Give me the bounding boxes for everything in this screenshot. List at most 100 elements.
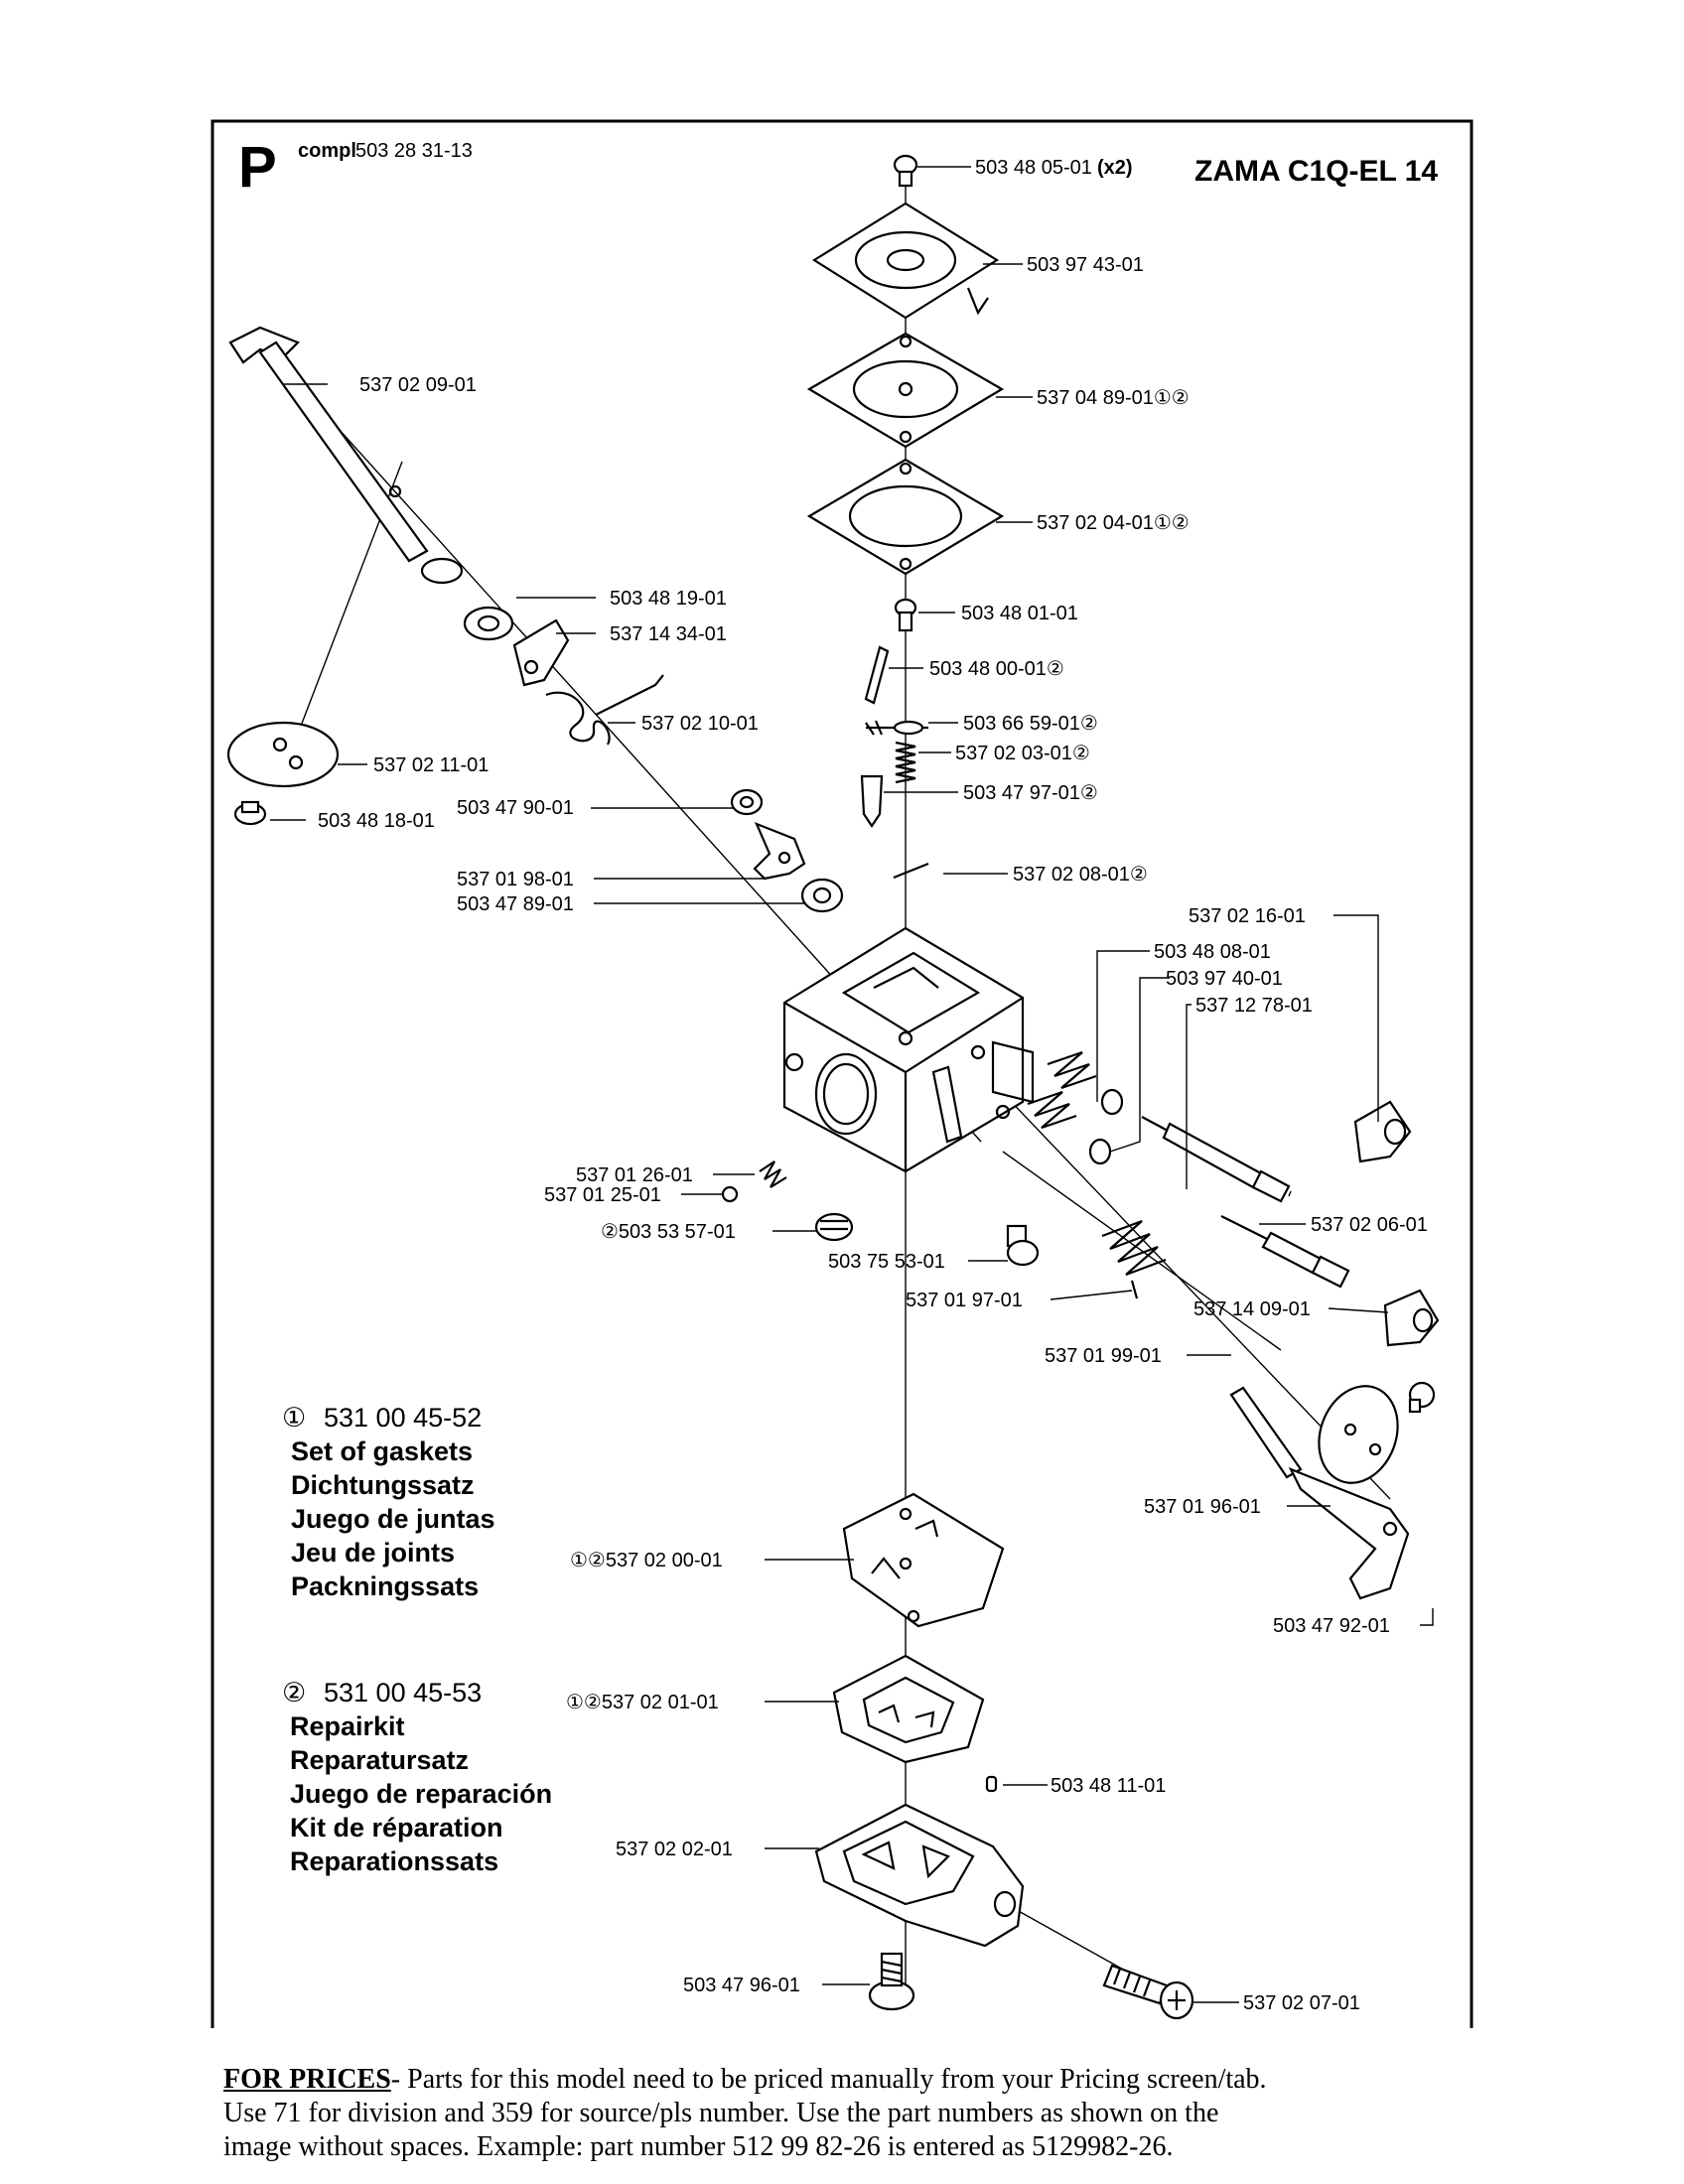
kit-2-name-sv: Reparationssats (290, 1846, 498, 1876)
screw-small-part (894, 598, 917, 632)
label-503-97-40-01: 503 97 40-01 (1166, 968, 1283, 990)
label-537-02-09-01: 537 02 09-01 (359, 374, 477, 396)
compl-number: 503 28 31-13 (355, 140, 473, 162)
label-537-02-07-01: 537 02 07-01 (1243, 1992, 1360, 2014)
label-537-01-25-01: 537 01 25-01 (544, 1184, 661, 1206)
label-537-01-96-01: 537 01 96-01 (1144, 1496, 1261, 1518)
inlet-needle-part (860, 774, 884, 828)
kit-1-number: 531 00 45-52 (324, 1403, 482, 1433)
label-537-14-34-01: 537 14 34-01 (610, 623, 727, 645)
label-503-97-43-01: 503 97 43-01 (1027, 254, 1144, 276)
footer-line-2: Use 71 for division and 359 for source/p… (223, 2098, 1219, 2128)
model-title: ZAMA C1Q-EL 14 (1194, 155, 1438, 188)
kit-1-marker: ① (282, 1403, 306, 1433)
throttle-valve-part (226, 721, 340, 788)
kit-2-name-es: Juego de reparación (290, 1779, 552, 1809)
kit-1-name-fr: Jeu de joints (291, 1538, 455, 1568)
o-ring-upper-part (1100, 1088, 1124, 1116)
label-537-12-78-01: 537 12 78-01 (1195, 995, 1313, 1017)
choke-spring-part (1101, 1219, 1167, 1299)
metering-cover-part (814, 1803, 1025, 1948)
label-503-48-05-01: 503 48 05-01 (975, 157, 1092, 179)
choke-shaft-part (1229, 1386, 1410, 1600)
label-537-02-08-01: 537 02 08-01② (1013, 864, 1148, 886)
label-503-75-53-01: 503 75 53-01 (828, 1251, 945, 1273)
label-503-47-90-01: 503 47 90-01 (457, 797, 574, 819)
kit-2-marker: ② (282, 1678, 306, 1707)
label-503-47-92-01: 503 47 92-01 (1273, 1615, 1390, 1637)
for-prices-heading: FOR PRICES (223, 2064, 391, 2095)
leader-lines (270, 166, 1434, 2003)
limiter-cap-bottom-part (1383, 1289, 1440, 1347)
stop-bracket-part (753, 822, 806, 881)
kit-legend-repairkit: ② 531 00 45-53 Repairkit Reparatursatz J… (282, 1678, 552, 1876)
label-503-48-05-01-qty: (x2) (1097, 157, 1133, 179)
footer-line-3: image without spaces. Example: part numb… (223, 2131, 1174, 2162)
label-537-14-09-01: 537 14 09-01 (1193, 1298, 1311, 1320)
label-537-02-02-01: 537 02 02-01 (616, 1839, 733, 1860)
choke-valve-part (1318, 1385, 1399, 1484)
washer-part (730, 788, 764, 816)
ball-part (721, 1185, 739, 1203)
label-537-02-10-01: 537 02 10-01 (641, 713, 759, 735)
label-503-48-01-01: 503 48 01-01 (961, 603, 1078, 624)
kit-2-name-en: Repairkit (290, 1711, 405, 1741)
needle-lever-part (865, 720, 928, 736)
throttle-lever-part (512, 618, 570, 687)
ball-small-part (985, 1775, 998, 1793)
label-537-02-03-01: 537 02 03-01② (955, 743, 1090, 764)
label-537-01-99-01: 537 01 99-01 (1045, 1345, 1162, 1367)
diagram-frame (210, 119, 1474, 2028)
valve-screw-part (233, 800, 267, 826)
filter-screen-part (814, 1212, 854, 1242)
label-503-48-00-01: 503 48 00-01② (929, 658, 1064, 680)
bushing-part (800, 878, 844, 913)
o-ring-lower-part (1088, 1138, 1112, 1165)
low-speed-needle-part (1220, 1215, 1350, 1289)
high-speed-needle-part (1141, 1116, 1291, 1203)
kit-2-name-de: Reparatursatz (290, 1745, 469, 1775)
kit-1-name-en: Set of gaskets (291, 1436, 473, 1466)
footer-line-1: FOR PRICES- Parts for this model need to… (223, 2063, 1474, 2097)
kit-1-name-es: Juego de juntas (291, 1504, 495, 1534)
throttle-spring-part (545, 674, 664, 746)
shaft-bushing-part (463, 606, 514, 641)
label-537-02-01-01: ①②537 02 01-01 (566, 1692, 719, 1713)
label-537-02-06-01: 537 02 06-01 (1311, 1214, 1428, 1236)
label-537-04-89-01: 537 04 89-01①② (1037, 387, 1190, 409)
pump-gasket-part (806, 458, 1005, 576)
label-537-01-97-01: 537 01 97-01 (906, 1290, 1023, 1311)
kit-1-name-de: Dichtungssatz (291, 1470, 475, 1500)
axis-line-choke (1002, 1151, 1282, 1351)
bottom-screw-part (868, 1952, 915, 2011)
label-537-02-11-01: 537 02 11-01 (373, 754, 489, 776)
kit-1-name-sv: Packningssats (291, 1571, 479, 1601)
label-503-47-89-01: 503 47 89-01 (457, 893, 574, 915)
label-503-48-19-01: 503 48 19-01 (610, 588, 727, 610)
label-503-47-97-01: 503 47 97-01② (963, 782, 1098, 804)
kit-2-number: 531 00 45-53 (324, 1678, 482, 1707)
small-pin-part (893, 862, 929, 880)
carburetor-body (782, 926, 1035, 1173)
adjust-screw-part (1006, 1224, 1040, 1267)
label-503-48-08-01: 503 48 08-01 (1154, 941, 1271, 963)
choke-screw-part (1408, 1381, 1436, 1414)
label-503-48-18-01: 503 48 18-01 (318, 810, 435, 832)
kit-legend-gaskets: ① 531 00 45-52 Set of gaskets Dichtungss… (282, 1403, 495, 1601)
screw-top-part (893, 154, 918, 188)
lever-spring-part (895, 741, 916, 784)
label-503-47-96-01: 503 47 96-01 (683, 1975, 800, 1996)
kit-2-name-fr: Kit de réparation (290, 1813, 503, 1843)
label-503-53-57-01: ②503 53 57-01 (601, 1221, 736, 1243)
section-letter: P (238, 135, 277, 200)
label-537-01-26-01: 537 01 26-01 (576, 1164, 693, 1186)
label-537-02-00-01: ①②537 02 00-01 (570, 1550, 723, 1571)
label-503-66-59-01: 503 66 59-01② (963, 713, 1098, 735)
metering-diaphragm-part (842, 1492, 1005, 1628)
throttle-shaft-part (228, 326, 464, 585)
label-537-02-16-01: 537 02 16-01 (1189, 905, 1306, 927)
metering-gasket-part (832, 1654, 985, 1764)
pump-diaphragm-part (806, 332, 1005, 449)
pricing-footer: FOR PRICES- Parts for this model need to… (223, 2063, 1474, 2164)
